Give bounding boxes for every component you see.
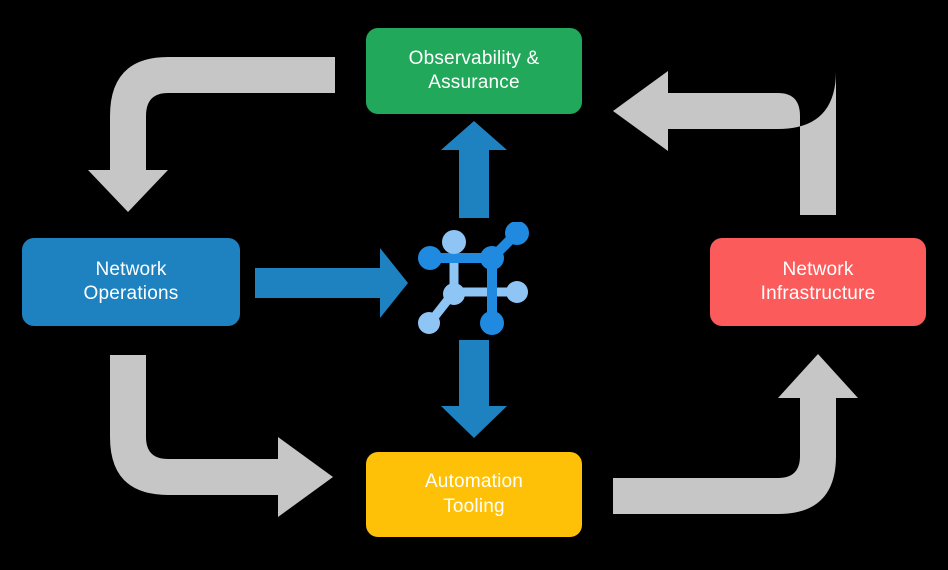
loop-arrow-observability-to-operations	[88, 57, 335, 212]
accent-arrow-center-to-observability	[441, 121, 507, 218]
node-box-network-infrastructure[interactable]: Network Infrastructure	[710, 238, 926, 326]
node-box-network-operations[interactable]: Network Operations	[22, 238, 240, 326]
network-icon-nodes	[418, 222, 529, 335]
network-icon-links	[425, 229, 521, 327]
accent-arrow-operations-to-center	[255, 248, 408, 318]
loop-arrow-operations-to-automation	[110, 355, 333, 517]
network-topology-icon	[418, 222, 529, 335]
loop-arrow-automation-to-infrastructure	[613, 354, 858, 514]
accent-arrow-center-to-automation	[441, 340, 507, 438]
node-box-automation-tooling[interactable]: Automation Tooling	[366, 452, 582, 537]
loop-arrow-infrastructure-to-observability	[613, 71, 836, 215]
node-box-observability[interactable]: Observability & Assurance	[366, 28, 582, 114]
